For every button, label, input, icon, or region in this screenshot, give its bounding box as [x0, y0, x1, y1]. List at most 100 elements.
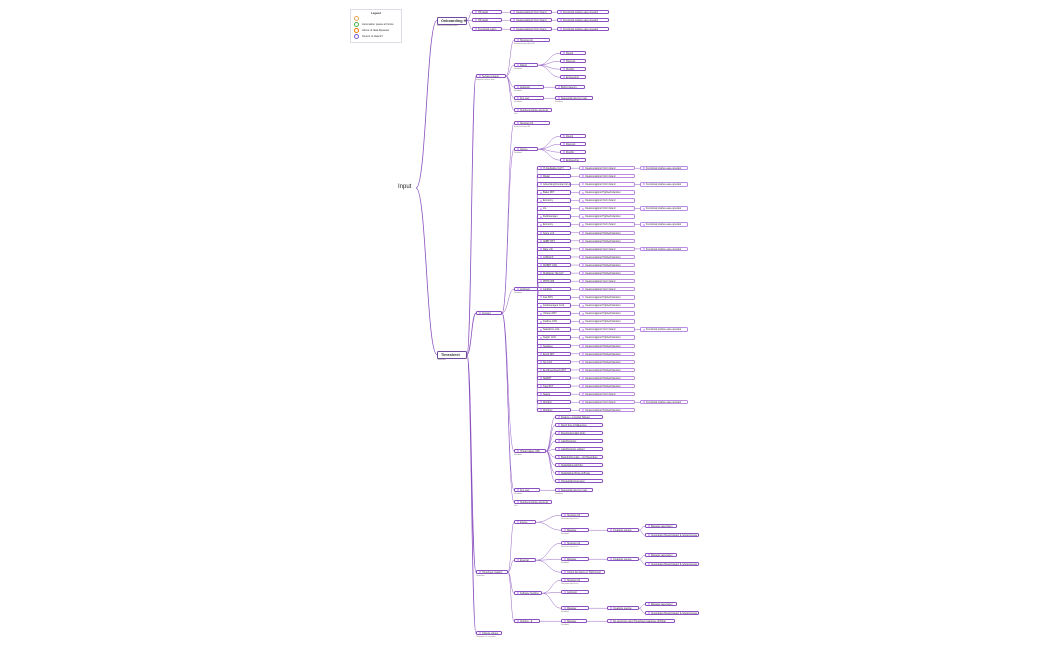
mindmap-node-acc4[interactable]: Key user	[514, 488, 540, 493]
mindmap-node-acc2d[interactable]: Engineering	[560, 158, 586, 163]
mindmap-node-e06[interactable]: Functional positive ease operator	[640, 327, 688, 332]
mindmap-node-d28[interactable]: Cleanzeragpraz Hightechdiember	[579, 383, 635, 389]
mindmap-node-onb3[interactable]: Functional region	[472, 27, 502, 32]
mindmap-node-svc1[interactable]: Structure kit	[514, 38, 550, 43]
mindmap-node-vpd[interactable]: Virtual paikes (VR)	[514, 449, 546, 454]
mindmap-node-e01[interactable]: Functional positive ease operator	[640, 166, 688, 171]
mindmap-node-e07[interactable]: Functional positive ease operator	[640, 400, 688, 405]
mindmap-node-t1[interactable]: Interne	[514, 520, 536, 525]
mindmap-node-onb[interactable]: Onboarding HR	[437, 17, 467, 25]
mindmap-node-c25[interactable]: SG LGO	[537, 359, 571, 365]
mindmap-node-t2c[interactable]: Creatinos ugezse	[607, 557, 639, 562]
mindmap-node-d18[interactable]: Cleanzeragpraz Hightechdiember	[579, 303, 635, 308]
mindmap-node-d01[interactable]: Cleanzeragpraz Onrm brand	[579, 166, 635, 171]
mindmap-node-t4[interactable]: Solution - E	[514, 619, 540, 624]
mindmap-node-d29[interactable]: Cleanzeragpraz Onrm brand	[579, 391, 635, 397]
mindmap-node-t3a[interactable]: Structure Kit	[561, 578, 589, 583]
mindmap-node-t4b[interactable]: No electronic using Timesheet guarantee …	[607, 619, 675, 624]
root-node-label[interactable]: Input	[398, 184, 412, 190]
mindmap-node-d14[interactable]: Cleanzeragpraz Hightechdiember	[579, 270, 635, 276]
mindmap-node-svc5[interactable]: Supplementarise accounts	[514, 108, 552, 113]
mindmap-node-d20[interactable]: Cleanzeragpraz Hightechdiember	[579, 319, 635, 324]
mindmap-node-acc2b[interactable]: Discount	[560, 142, 586, 147]
mindmap-node-c20[interactable]: Fastline GTE	[537, 319, 571, 324]
mindmap-node-d12[interactable]: Cleanzeragpraz Hightechdiember	[579, 254, 635, 260]
mindmap-node-t4a[interactable]: Manager	[561, 619, 587, 624]
mindmap-node-vpd3[interactable]: Remitsulteriviatic bintic	[555, 431, 603, 436]
mindmap-node-acc2[interactable]: Source	[514, 147, 538, 152]
mindmap-node-svc2b[interactable]: Discount	[560, 59, 586, 64]
mindmap-node-acc2a[interactable]: Round	[560, 134, 586, 139]
mindmap-node-d08[interactable]: Cleanzeragpraz Onrm brand	[579, 222, 635, 227]
mindmap-node-d17[interactable]: Cleanzeragpraz Hightechdiember	[579, 295, 635, 300]
mindmap-node-acc4a[interactable]: Sequential rule Key user	[555, 488, 593, 493]
mindmap-node-t1d[interactable]: Manager aanvragen	[645, 524, 677, 529]
mindmap-node-c14[interactable]: Multifactor Hat LGT	[537, 270, 571, 276]
mindmap-node-d19[interactable]: Cleanzeragpraz Hightechdiember	[579, 311, 635, 316]
mindmap-node-e03[interactable]: Functional positive ease operator	[640, 206, 688, 211]
mindmap-node-chg[interactable]: Change values	[476, 631, 502, 636]
mindmap-node-acc2c[interactable]: Monthly	[560, 150, 586, 155]
mindmap-node-d03[interactable]: Cleanzeragpraz Onrm brand	[579, 182, 635, 187]
mindmap-node-c27[interactable]: SMART	[537, 375, 571, 381]
mindmap-node-d10[interactable]: Cleanzeragpraz Hightechdiember	[579, 238, 635, 244]
mindmap-node-onbf2[interactable]: Functional positive ease operator	[557, 18, 609, 23]
mindmap-node-d23[interactable]: Cleanzeragpraz Hightechdiember	[579, 343, 635, 348]
mindmap-node-c02[interactable]: Modal	[537, 174, 571, 179]
mindmap-node-onbf1[interactable]: Functional positive ease operator	[557, 10, 609, 15]
mindmap-node-onb1[interactable]: HR detail	[472, 10, 502, 15]
mindmap-node-c12[interactable]: LGBind R	[537, 254, 571, 260]
mindmap-node-onbc2[interactable]: Cleanzeragpraz Onrm brand	[510, 18, 552, 23]
mindmap-node-e05[interactable]: Functional positive ease operator	[640, 246, 688, 252]
mindmap-node-onbf3[interactable]: Functional positive ease operator	[557, 27, 609, 32]
mindmap-node-c10[interactable]: AMBT RFT	[537, 238, 571, 244]
mindmap-node-c04[interactable]: Baker RFT	[537, 190, 571, 195]
mindmap-node-vpd6[interactable]: Backdrahtmenkte - L10 Bewsdiger	[555, 455, 603, 460]
mindmap-node-svc2d[interactable]: Engineering	[560, 75, 586, 80]
mindmap-node-c06[interactable]: LG	[537, 206, 571, 211]
mindmap-node-d25[interactable]: Cleanzeragpraz Hightechdiember	[579, 359, 635, 365]
mindmap-node-c15[interactable]: PPHS 365	[537, 278, 571, 284]
mindmap-node-t2e[interactable]: Automatiser Bewszulasiert & rebstentunss…	[645, 562, 699, 567]
mindmap-node-vpd4[interactable]: Cashflowgram	[555, 439, 603, 444]
mindmap-node-acc[interactable]: Account	[476, 311, 502, 316]
mindmap-node-d16[interactable]: Cleanzeragpraz Onrm brand	[579, 287, 635, 292]
mindmap-node-svc3[interactable]: Applicant	[514, 85, 544, 90]
mindmap-node-t3d[interactable]: Creatinos ugezse	[607, 606, 639, 611]
mindmap-node-c16[interactable]: Cardbay	[537, 287, 571, 292]
mindmap-node-t2f[interactable]: Output list status on TAM import	[561, 570, 605, 575]
mindmap-node-c22[interactable]: Nelgtrr LGO	[537, 335, 571, 340]
mindmap-node-c17[interactable]: Fwe BFS	[537, 295, 571, 300]
mindmap-node-t2b[interactable]: Manager	[561, 557, 589, 562]
mindmap-node-vpd9[interactable]: Parcesbiahpingerstein	[555, 479, 603, 484]
mindmap-node-c31[interactable]: Workbox	[537, 408, 571, 413]
mindmap-node-d27[interactable]: Cleanzeragpraz Hightechdiember	[579, 375, 635, 381]
mindmap-node-c18[interactable]: Fieldmanagerr & LE	[537, 303, 571, 308]
mindmap-node-t1e[interactable]: Automatiser Bewszulasiert & rebstentunss…	[645, 533, 699, 538]
mindmap-node-vpd7[interactable]: Rebkdiahge Elmhha	[555, 463, 603, 468]
mindmap-node-svc2[interactable]: Rating	[514, 63, 538, 68]
mindmap-node-d21[interactable]: Cleanzeragpraz Onrm brand	[579, 327, 635, 332]
mindmap-node-d30[interactable]: Cleanzeragpraz Onrm brand	[579, 400, 635, 405]
mindmap-node-e02[interactable]: Functional positive ease operator	[640, 182, 688, 187]
mindmap-node-c08[interactable]: Economy	[537, 222, 571, 227]
mindmap-node-t1a[interactable]: Structure Kit	[561, 513, 589, 518]
mindmap-node-c30[interactable]: Wordlist	[537, 400, 571, 405]
mindmap-node-c26[interactable]: Enrollmentoverly RFT	[537, 367, 571, 373]
mindmap-node-c11[interactable]: Rate Lrrb	[537, 246, 571, 252]
mindmap-node-vpd5[interactable]: Cashflowgram viabiert	[555, 447, 603, 452]
mindmap-node-onbc1[interactable]: Cleanzeragpraz Onrm brand	[510, 10, 552, 15]
mindmap-node-svc2a[interactable]: Round	[560, 51, 586, 56]
mindmap-node-c05[interactable]: Economy	[537, 198, 571, 203]
mindmap-node-onbc3[interactable]: Cleanzeragpraz Onrm brand	[510, 27, 552, 32]
mindmap-node-acc1[interactable]: Structure Kit	[514, 121, 550, 126]
mindmap-node-c13[interactable]: MUBRT GTE	[537, 262, 571, 268]
mindmap-node-c19[interactable]: Ultranet RFT	[537, 311, 571, 316]
mindmap-node-t2d[interactable]: Manager aanvragen	[645, 553, 677, 558]
mindmap-node-acc5[interactable]: Supplementarise accounts	[514, 500, 552, 505]
mindmap-node-t3[interactable]: Software Supplier	[514, 591, 542, 596]
mindmap-node-acc3[interactable]: Applicant	[514, 287, 538, 292]
mindmap-node-c28[interactable]: Tiew RFT	[537, 383, 571, 389]
mindmap-node-t2[interactable]: External	[514, 558, 536, 563]
mindmap-node-c21[interactable]: Salesforce LGk	[537, 327, 571, 332]
